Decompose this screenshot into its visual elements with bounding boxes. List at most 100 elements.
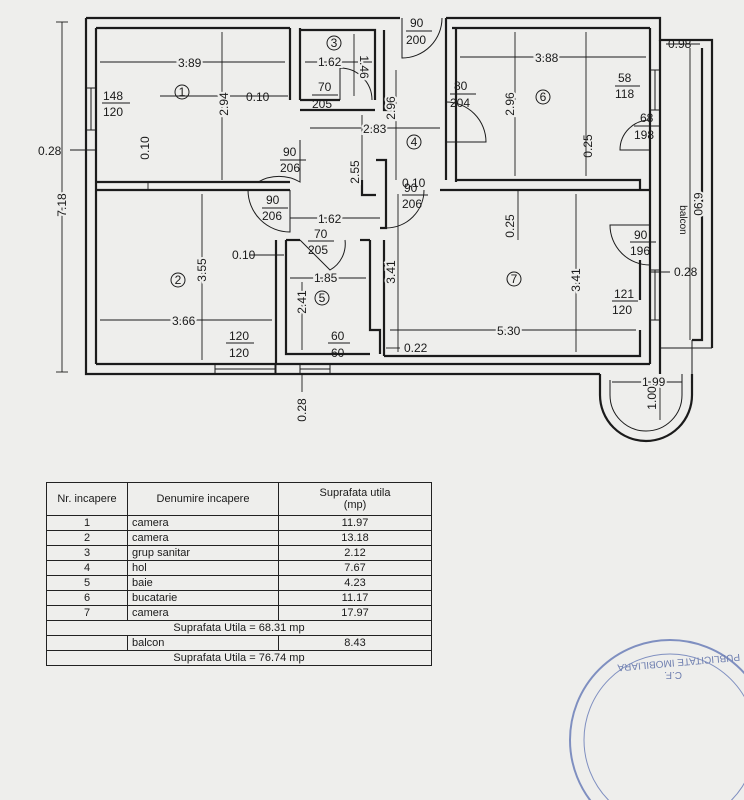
room-number-6: 6 [540, 90, 547, 104]
door-balcony-height: 198 [634, 128, 654, 142]
total-with-balcony: Suprafata Utila = 76.74 mp [46, 650, 432, 666]
door-entry-label: 90 200 [406, 16, 432, 47]
row-area: 7.67 [278, 560, 432, 576]
dimension-labels: 3.89 2.94 0.10 0.10 0.28 7.18 1.62 1.46 … [38, 37, 707, 422]
dimension-lines [56, 21, 700, 420]
door-r1-label: 90 206 [280, 145, 306, 175]
total-useful: Suprafata Utila = 68.31 mp [46, 620, 432, 636]
room-number-1: 1 [179, 85, 186, 99]
windows [85, 69, 661, 375]
row-name: camera [127, 530, 279, 546]
dim-r7-height: 3.41 [569, 268, 583, 292]
dim-r6-gap: 0.25 [581, 134, 595, 158]
dim-r6-height: 2.96 [503, 92, 517, 116]
door-r5-height: 205 [308, 243, 328, 257]
door-r6-width: 80 [454, 79, 468, 93]
row-nr: 2 [46, 530, 128, 546]
dim-r1-width: 3.89 [178, 56, 202, 70]
dim-r1-wall-gap: 0.10 [246, 90, 270, 104]
stamp-text-1: C.F. [664, 669, 682, 680]
dim-r3-width: 1.62 [318, 55, 342, 69]
total-with-balcony-row: Suprafata Utila = 76.74 mp [46, 650, 432, 666]
window-r6-height: 118 [615, 87, 634, 101]
table-row: 2 camera 13.18 [46, 530, 432, 546]
dim-r2-height: 3.55 [195, 258, 209, 282]
door-r1-width: 90 [283, 145, 297, 159]
dim-balcony-width: 1.99 [642, 375, 666, 389]
door-r7-balcony-width: 90 [634, 228, 648, 242]
dim-r3-height: 1.46 [357, 55, 371, 79]
window-r2-label: 120 120 [226, 329, 254, 360]
door-r7-label: 90 206 [402, 181, 428, 211]
total-useful-row: Suprafata Utila = 68.31 mp [46, 620, 432, 636]
window-r7-height: 120 [612, 303, 632, 317]
row-name: grup sanitar [127, 545, 279, 561]
dim-r7-gap2: 0.22 [404, 341, 428, 355]
table-row: 3 grup sanitar 2.12 [46, 545, 432, 561]
dim-balcony-len: 6.90 [691, 192, 705, 216]
door-balcony-label: 68 198 [634, 111, 660, 142]
window-r1-label: 148 120 [102, 89, 130, 119]
table-row: 5 baie 4.23 [46, 575, 432, 591]
dim-r2-width: 3.66 [172, 314, 196, 328]
door-r7-height: 206 [402, 197, 422, 211]
window-r1-width: 148 [103, 89, 123, 103]
window-r7-label: 121 120 [612, 287, 638, 317]
row-nr: 5 [46, 575, 128, 591]
area-table: Nr. incapere Denumire incapere Suprafata… [46, 482, 432, 666]
door-r2-label: 90 206 [262, 193, 288, 223]
window-r5-label: 60 60 [328, 329, 350, 360]
table-header-row: Nr. incapere Denumire incapere Suprafata… [46, 482, 432, 516]
dim-r4-height-top: 2.96 [384, 96, 398, 120]
row-area: 11.97 [278, 515, 432, 531]
header-name: Denumire incapere [127, 482, 279, 516]
balcony-area: 8.43 [278, 635, 432, 651]
door-r2-height: 206 [262, 209, 282, 223]
row-name: baie [127, 575, 279, 591]
interior-walls [96, 18, 650, 374]
row-name: bucatarie [127, 590, 279, 606]
dim-right-gap: 0.98 [668, 37, 692, 51]
doors [247, 17, 651, 271]
window-r1-height: 120 [103, 105, 123, 119]
room-number-2: 2 [175, 273, 182, 287]
balcony-nr [46, 635, 128, 651]
door-r3-width: 70 [318, 80, 332, 94]
dim-r5-height: 2.41 [295, 290, 309, 314]
dim-r2-gap: 0.10 [232, 248, 256, 262]
room-number-4: 4 [411, 135, 418, 149]
window-r5-height: 60 [331, 346, 345, 360]
row-nr: 1 [46, 515, 128, 531]
room-numbers: 1 2 3 4 5 6 7 [170, 35, 551, 306]
row-nr: 7 [46, 605, 128, 621]
table-row: 7 camera 17.97 [46, 605, 432, 621]
table-row: 4 hol 7.67 [46, 560, 432, 576]
dim-r6-width: 3.88 [535, 51, 559, 65]
dim-r4-gap: 0.10 [402, 176, 426, 190]
row-nr: 6 [46, 590, 128, 606]
dim-r7-width: 5.30 [497, 324, 521, 338]
window-r6-label: 58 118 [615, 71, 640, 101]
window-r5-width: 60 [331, 329, 345, 343]
window-r6-width: 58 [618, 71, 632, 85]
window-r2-width: 120 [229, 329, 249, 343]
door-balcony-width: 68 [640, 111, 654, 125]
window-r2-height: 120 [229, 346, 249, 360]
door-r5-label: 70 205 [308, 227, 334, 257]
row-area: 11.17 [278, 590, 432, 606]
row-nr: 3 [46, 545, 128, 561]
row-area: 4.23 [278, 575, 432, 591]
dim-total-height: 7.18 [55, 193, 69, 217]
balcony-name: balcon [127, 635, 279, 651]
dim-r1-height: 2.94 [217, 92, 231, 116]
dim-r4-height: 2.55 [348, 160, 362, 184]
header-nr: Nr. incapere [46, 482, 128, 516]
dim-balcony-depth: 1.00 [645, 386, 659, 410]
room-number-7: 7 [511, 272, 518, 286]
door-r6-label: 80 204 [450, 79, 476, 110]
row-name: hol [127, 560, 279, 576]
dim-r1-gap2: 0.10 [138, 136, 152, 160]
header-area-line1: Suprafata utila [319, 487, 391, 499]
door-entry-width: 90 [410, 16, 424, 30]
opening-labels: 148 120 90 200 70 205 80 204 58 118 68 1… [102, 16, 660, 360]
